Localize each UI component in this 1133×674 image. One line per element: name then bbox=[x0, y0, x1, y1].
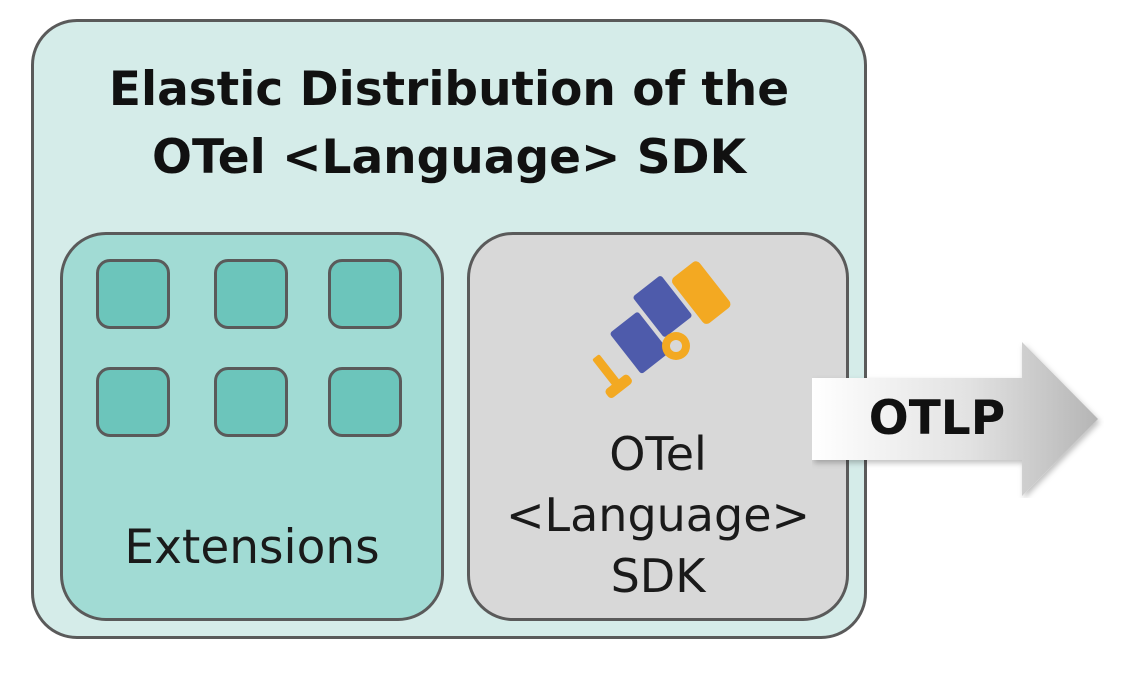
sdk-label-line-2: <Language> bbox=[505, 488, 811, 542]
telescope-icon bbox=[592, 261, 731, 398]
extension-tile bbox=[214, 259, 288, 329]
extension-tile bbox=[328, 367, 402, 437]
sdk-label-line-1: OTel bbox=[609, 427, 707, 481]
otlp-label: OTLP bbox=[868, 391, 1006, 446]
extensions-label: Extensions bbox=[124, 520, 380, 575]
sdk-label-line-3: SDK bbox=[610, 549, 706, 603]
extension-tile bbox=[96, 367, 170, 437]
sdk-label: OTel <Language> SDK bbox=[467, 424, 849, 607]
extension-tile bbox=[96, 259, 170, 329]
otlp-arrow bbox=[812, 342, 1098, 496]
title-line-1: Elastic Distribution of the bbox=[108, 62, 790, 117]
extension-tile bbox=[328, 259, 402, 329]
extension-tile bbox=[214, 367, 288, 437]
title-line-2: OTel <Language> SDK bbox=[152, 130, 746, 185]
diagram-title: Elastic Distribution of the OTel <Langua… bbox=[31, 56, 867, 192]
